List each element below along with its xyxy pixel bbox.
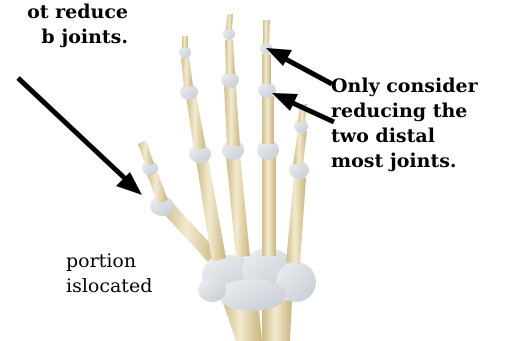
thumb-joints-note: ot reduce b joints. [0, 0, 128, 50]
caption-line-1: portion [0, 249, 152, 274]
arrow-to-thumb [18, 78, 142, 195]
arrow-to-ring-distal-joint [266, 48, 332, 84]
caption-line-2: islocated [0, 274, 152, 299]
distal-note-line-4: most joints. [331, 149, 478, 174]
dislocated-portion-caption: portion islocated [0, 249, 152, 299]
thumb-note-line-2: b joints. [0, 25, 128, 50]
distal-note-line-2: reducing the [331, 99, 478, 124]
thumb-note-line-1: ot reduce [0, 0, 128, 25]
distal-note-line-3: two distal [331, 124, 478, 149]
little-finger-bones [286, 104, 309, 264]
distal-joints-note: Only consider reducing the two distal mo… [331, 74, 478, 174]
distal-note-line-1: Only consider [331, 74, 478, 99]
middle-finger-bones [221, 14, 250, 258]
